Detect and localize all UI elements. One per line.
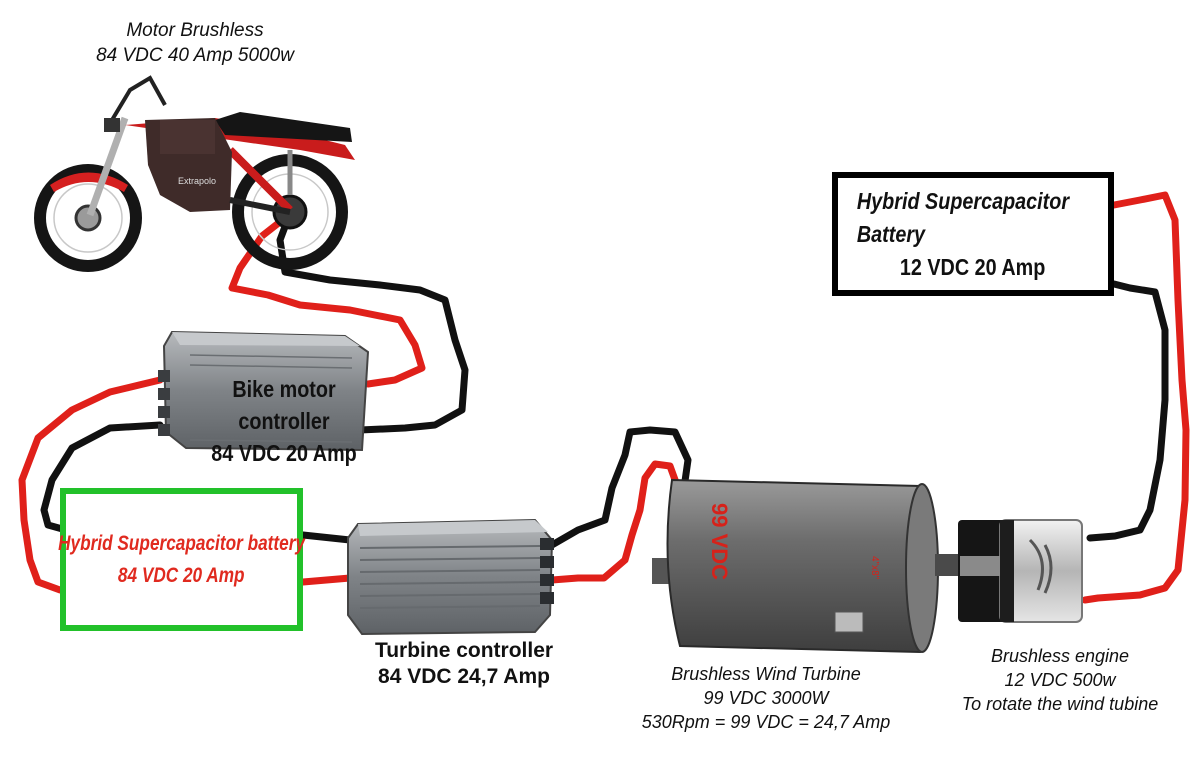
- turbine-controller-label: Turbine controller 84 VDC 24,7 Amp: [348, 638, 580, 690]
- motorcycle-illustration: Extrapolo: [34, 75, 355, 272]
- turbine-controller-device: [347, 518, 554, 636]
- engine-note: To rotate the wind tubine: [961, 694, 1159, 714]
- wire-turbinectrl-turbine-positive: [548, 460, 682, 584]
- bike-controller-spec: 84 VDC 20 Amp: [211, 440, 357, 466]
- hybrid-top-title: Hybrid Supercapacitor Battery: [856, 187, 1070, 247]
- wire-motor-controller-positive: [228, 214, 426, 388]
- bike-motor-controller-device: [158, 330, 370, 452]
- wire-battery-engine-negative: [1086, 280, 1169, 542]
- hybrid-supercap-battery-84v: Hybrid Supercapacitor battery 84 VDC 20 …: [58, 488, 305, 631]
- wire-battery-turbinectrl-positive: [299, 574, 354, 586]
- wind-turbine-device: 99 VDC 4"x8": [652, 478, 977, 654]
- svg-text:4"x8": 4"x8": [869, 556, 880, 580]
- turbine-controller-title: Turbine controller: [374, 639, 554, 662]
- wire-battery-engine-positive: [1081, 191, 1190, 604]
- engine-label: Brushless engine 12 VDC 500w To rotate t…: [938, 644, 1182, 716]
- turbine-title: Brushless Wind Turbine: [671, 664, 861, 684]
- hybrid-bottom-title: Hybrid Supercapacitor battery: [58, 531, 305, 555]
- turbine-rpm: 530Rpm = 99 VDC = 24,7 Amp: [641, 712, 891, 732]
- wire-controller-battery-positive: [18, 376, 164, 594]
- motor-spec: 84 VDC 40 Amp 5000w: [96, 45, 294, 66]
- turbine-body-label: 99 VDC: [707, 503, 732, 580]
- svg-text:Extrapolo: Extrapolo: [178, 176, 216, 186]
- hybrid-supercap-battery-12v: Hybrid Supercapacitor Battery 12 VDC 20 …: [832, 172, 1114, 296]
- motor-label: Motor Brushless 84 VDC 40 Amp 5000w: [80, 18, 310, 68]
- turbine-spec: 99 VDC 3000W: [703, 688, 829, 708]
- turbine-label: Brushless Wind Turbine 99 VDC 3000W 530R…: [616, 662, 916, 734]
- brushless-engine-device: [958, 519, 1083, 623]
- engine-title: Brushless engine: [990, 646, 1130, 666]
- wire-turbinectrl-turbine-negative: [548, 426, 692, 549]
- bike-controller-label: Bike motor controller 84 VDC 20 Amp: [184, 373, 384, 469]
- engine-spec: 12 VDC 500w: [1004, 670, 1116, 690]
- motor-title: Motor Brushless: [126, 20, 264, 41]
- hybrid-top-spec: 12 VDC 20 Amp: [900, 253, 1046, 280]
- wire-controller-battery-negative: [40, 421, 164, 534]
- turbine-controller-spec: 84 VDC 24,7 Amp: [378, 665, 550, 688]
- bike-controller-title: Bike motor controller: [232, 376, 336, 434]
- wire-motor-controller-negative: [276, 204, 469, 434]
- hybrid-bottom-spec: 84 VDC 20 Amp: [118, 563, 245, 587]
- wire-battery-turbinectrl-negative: [299, 531, 354, 544]
